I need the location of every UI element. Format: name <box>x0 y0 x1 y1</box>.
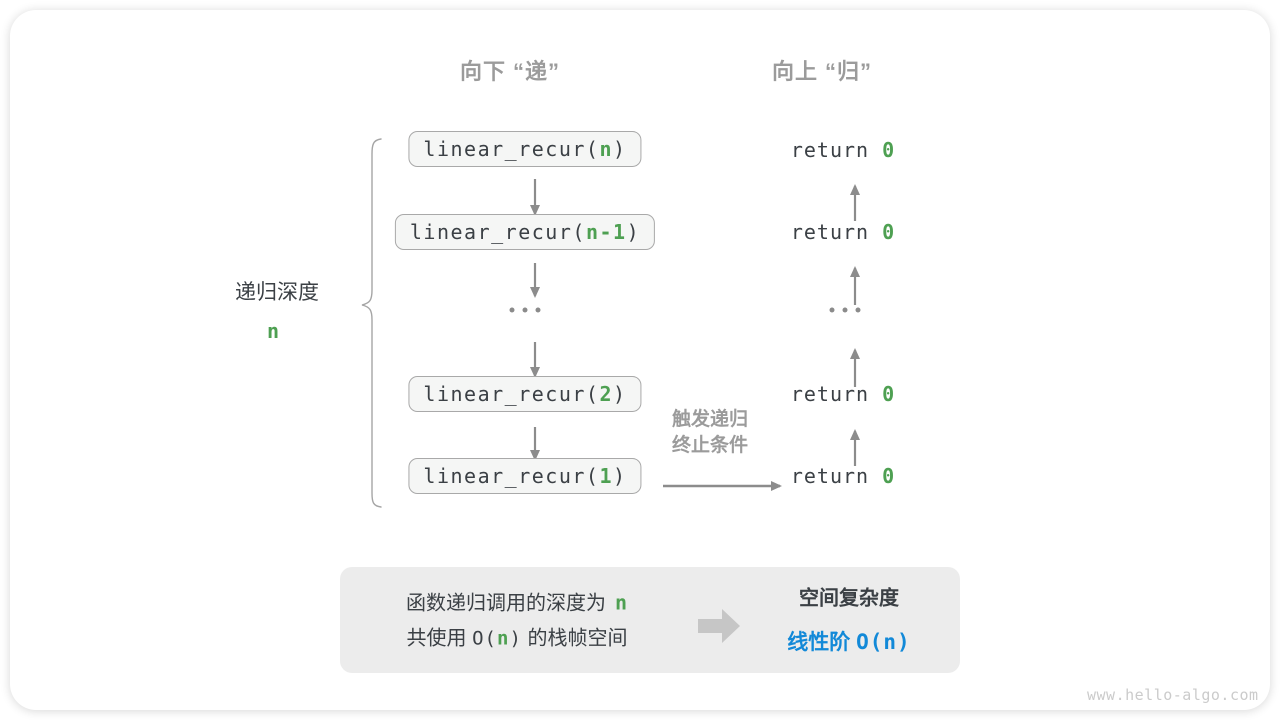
call-box-1: linear_recur(1) <box>408 458 642 494</box>
ellipsis-left <box>509 307 541 313</box>
recursion-depth-value: n <box>266 319 280 343</box>
call-box-text: ) <box>613 382 627 406</box>
ellipsis-right <box>829 307 861 313</box>
return-keyword: return <box>790 220 883 244</box>
call-box-text: ) <box>613 137 627 161</box>
call-box-text: linear_recur( <box>423 464 600 488</box>
return-value: 0 <box>882 382 896 406</box>
call-box-n-1: linear_recur(n-1) <box>394 214 656 250</box>
header-going-up: 向上 “归” <box>771 59 873 84</box>
depth-brace <box>361 138 382 508</box>
trigger-line-2: 终止条件 <box>671 435 749 456</box>
call-box-arg: n <box>599 137 614 161</box>
summary-text: 的栈帧空间 <box>521 627 628 650</box>
figure-card: 向下 “递” 向上 “归” 递归深度 n linear_recur(n) lin… <box>10 10 1270 710</box>
summary-left-line-2: 共使用 O(n) 的栈帧空间 <box>407 622 628 651</box>
space-complexity-big-o: O(n) <box>856 630 911 654</box>
return-statement: return 0 <box>791 464 895 488</box>
big-o-close: ) <box>509 627 522 650</box>
return-value: 0 <box>882 138 896 162</box>
return-statement: return 0 <box>791 382 895 406</box>
big-o-n: n <box>496 627 510 650</box>
summary-left-line-1: 函数递归调用的深度为 n <box>406 587 628 616</box>
return-keyword: return <box>790 138 883 162</box>
return-statement: return 0 <box>791 138 895 162</box>
header-going-down: 向下 “递” <box>459 59 561 84</box>
summary-value-n: n <box>614 590 629 615</box>
call-box-2: linear_recur(2) <box>408 376 642 412</box>
call-box-n: linear_recur(n) <box>408 131 642 167</box>
return-keyword: return <box>790 464 883 488</box>
trigger-line-1: 触发递归 <box>671 409 749 430</box>
return-value: 0 <box>882 464 896 488</box>
space-complexity-value: 线性阶 O(n) <box>787 626 910 656</box>
return-value: 0 <box>882 220 896 244</box>
space-complexity-text: 线性阶 <box>787 631 857 654</box>
call-box-text: ) <box>613 464 627 488</box>
watermark: www.hello-algo.com <box>1087 686 1259 704</box>
recursion-depth-label: 递归深度 <box>235 281 319 304</box>
return-statement: return 0 <box>791 220 895 244</box>
call-box-text: linear_recur( <box>409 220 586 244</box>
call-box-text: linear_recur( <box>423 137 600 161</box>
block-arrow-icon <box>698 609 740 643</box>
call-box-arg: n-1 <box>585 220 627 244</box>
call-box-text: ) <box>626 220 641 244</box>
space-complexity-title: 空间复杂度 <box>799 587 899 610</box>
call-box-text: linear_recur( <box>423 382 600 406</box>
call-box-arg: 2 <box>599 382 614 406</box>
call-box-arg: 1 <box>599 464 614 488</box>
trigger-condition-label: 触发递归 终止条件 <box>672 407 748 459</box>
summary-text: 共使用 <box>406 627 473 650</box>
return-keyword: return <box>790 382 883 406</box>
summary-text: 函数递归调用的深度为 <box>405 592 606 615</box>
big-o-open: O( <box>472 627 497 650</box>
